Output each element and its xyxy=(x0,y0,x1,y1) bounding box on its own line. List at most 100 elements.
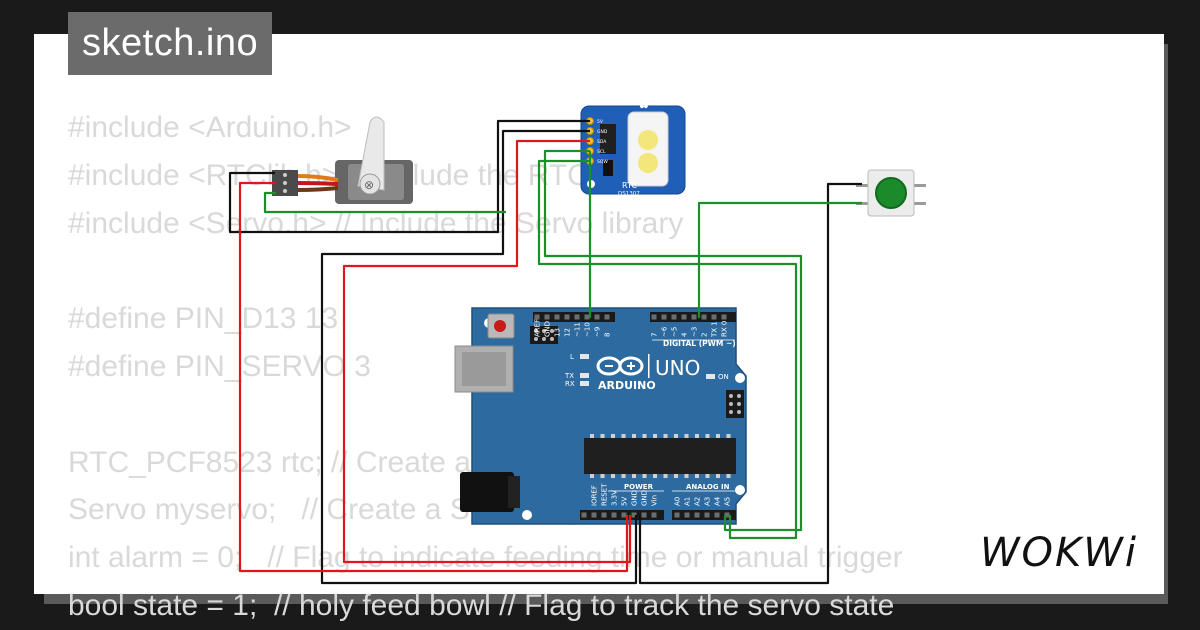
header-pin[interactable] xyxy=(651,314,657,320)
chip-pin xyxy=(632,474,636,478)
analog-header[interactable] xyxy=(672,510,736,520)
button-cap[interactable] xyxy=(875,177,907,209)
rtc-battery xyxy=(638,153,658,173)
chip-pin xyxy=(705,474,710,478)
header-pin[interactable] xyxy=(704,512,710,518)
header-pin[interactable] xyxy=(674,512,680,518)
digital-pin-label: ~3 xyxy=(691,327,699,337)
chip-pin xyxy=(674,474,678,478)
star-icon: ✿ xyxy=(638,96,650,112)
chip-pin xyxy=(611,474,615,478)
chip-pin xyxy=(663,474,668,478)
push-button[interactable] xyxy=(856,169,926,217)
led-l-label: L xyxy=(570,353,574,361)
rtc-battery xyxy=(638,130,658,150)
digital-pin-label: 8 xyxy=(604,333,612,337)
chip-pin xyxy=(653,434,657,438)
power-pin-label: RESET xyxy=(601,483,609,506)
wire-5v-servo xyxy=(238,181,629,573)
header-pin[interactable] xyxy=(574,314,580,320)
atmega-chip xyxy=(584,434,736,478)
chip-pin xyxy=(653,474,657,478)
led-l xyxy=(580,354,589,359)
analog-pin-label: A2 xyxy=(694,497,702,506)
chip-pin xyxy=(590,474,594,478)
header-pin[interactable] xyxy=(621,512,627,518)
chip-pin xyxy=(726,434,731,438)
wire-gnd-button xyxy=(638,182,862,585)
mount-hole xyxy=(735,373,745,383)
analog-pin-label: A0 xyxy=(674,497,682,506)
header-pin[interactable] xyxy=(691,314,697,320)
wokwi-logo-text: WOKWi xyxy=(980,530,1138,576)
chip-pin xyxy=(716,474,720,478)
rtc-pin-label: 5V xyxy=(597,119,604,125)
chip-pin xyxy=(621,434,626,438)
header-pin[interactable] xyxy=(724,512,730,518)
servo-horn[interactable] xyxy=(357,116,385,191)
led-on-label: ON xyxy=(718,373,729,381)
servo-power-lead xyxy=(297,181,339,186)
header-pin[interactable] xyxy=(584,314,590,320)
header-pin[interactable] xyxy=(604,314,610,320)
header-pin[interactable] xyxy=(671,314,677,320)
digital-pin-label: ~5 xyxy=(671,327,679,337)
header-pin[interactable] xyxy=(661,314,667,320)
led-tx-label: TX xyxy=(564,372,574,380)
header-pin[interactable] xyxy=(711,314,717,320)
header-pin[interactable] xyxy=(601,512,607,518)
digital-header-high[interactable] xyxy=(533,312,615,322)
mount-hole xyxy=(522,510,532,520)
header-pin[interactable] xyxy=(694,512,700,518)
power-jack-rim xyxy=(508,476,520,508)
led-tx xyxy=(580,373,589,378)
digital-pin-label: 4 xyxy=(681,332,689,337)
header-pin[interactable] xyxy=(721,314,727,320)
header-pin[interactable] xyxy=(554,314,560,320)
wires xyxy=(228,119,862,585)
wire-servo-signal xyxy=(263,191,506,214)
wire-5v-rtc xyxy=(342,139,632,564)
arduino-infinity-icon xyxy=(596,356,644,376)
chip-pin xyxy=(663,434,668,438)
power-pin-label: 5V xyxy=(621,497,629,506)
chip-pin xyxy=(600,434,605,438)
rtc-pin-label: SQW xyxy=(597,159,608,165)
chip-pin xyxy=(695,474,699,478)
digital-header-label: DIGITAL (PWM ~) xyxy=(663,339,736,348)
header-pin[interactable] xyxy=(651,512,657,518)
digital-pin-label: GND xyxy=(544,321,552,337)
analog-label: ANALOG IN xyxy=(686,483,730,491)
header-pin[interactable] xyxy=(684,512,690,518)
header-pin[interactable] xyxy=(631,512,637,518)
reset-button-cap[interactable] xyxy=(494,320,506,332)
header-pin[interactable] xyxy=(581,512,587,518)
power-pin-label: GND xyxy=(641,490,649,506)
uno-model-text: UNO xyxy=(655,356,700,380)
header-pin[interactable] xyxy=(641,512,647,518)
analog-pin-label: A3 xyxy=(704,497,712,506)
chip-pin xyxy=(705,434,710,438)
icsp-header-top xyxy=(530,326,558,344)
digital-pin-label: TX 1 xyxy=(711,321,719,338)
servo-shaft xyxy=(359,173,381,195)
chip-pin xyxy=(716,434,720,438)
header-pin[interactable] xyxy=(591,512,597,518)
header-pin[interactable] xyxy=(714,512,720,518)
header-pin[interactable] xyxy=(594,314,600,320)
code-line: #define PIN_SERVO 3 xyxy=(68,349,371,383)
header-pin[interactable] xyxy=(544,314,550,320)
digital-pin-label: AREF xyxy=(534,319,542,337)
header-pin[interactable] xyxy=(681,314,687,320)
header-pin[interactable] xyxy=(534,314,540,320)
header-pin[interactable] xyxy=(611,512,617,518)
servo-motor[interactable]: ⊗ xyxy=(272,116,413,204)
header-pin[interactable] xyxy=(564,314,570,320)
header-pin[interactable] xyxy=(701,314,707,320)
wire-scl xyxy=(537,159,798,540)
power-pin-label: Vin xyxy=(651,495,659,506)
digital-pin-label: ~6 xyxy=(661,326,669,337)
chip-pin xyxy=(684,474,689,478)
